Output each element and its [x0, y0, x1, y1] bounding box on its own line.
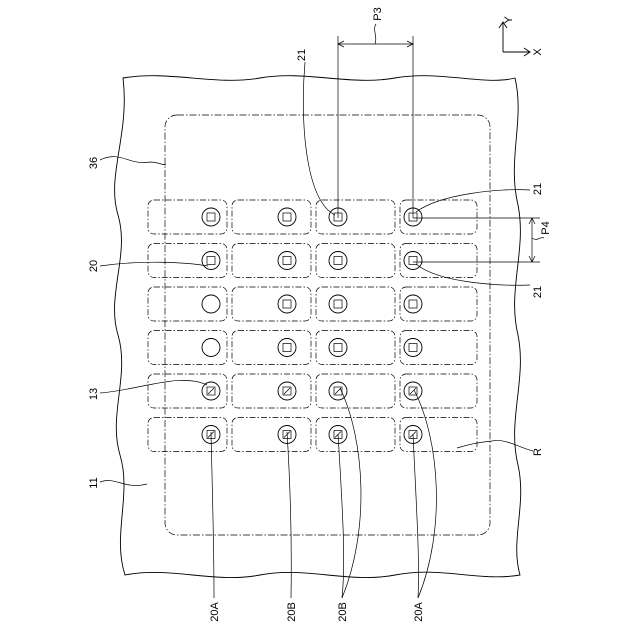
pad-cell [148, 331, 227, 365]
leader-20 [100, 262, 208, 266]
pad-cell [400, 418, 477, 452]
pitch-p3-label: P3 [372, 7, 384, 20]
ref-13: 13 [88, 388, 100, 400]
ref-11: 11 [88, 477, 100, 488]
ref-36: 36 [88, 157, 100, 169]
pad-circle [202, 252, 220, 270]
leader-20a-right-a [414, 390, 436, 598]
leader-20a-left [211, 432, 214, 598]
leader-13 [100, 380, 207, 393]
pad-circle [202, 208, 220, 226]
pad-cell [316, 331, 395, 365]
pad-cell [232, 200, 311, 234]
leader-11 [100, 480, 147, 485]
bump-square [283, 257, 291, 265]
coordinate-axes: Y X [499, 16, 544, 56]
pad-cell [400, 244, 477, 278]
reference-labels: 21 21 21 36 20 13 11 R 20A 20B 20B 20A [88, 49, 544, 622]
pitch-p4-dimension: P4 [413, 218, 552, 262]
pad-circle [404, 339, 422, 357]
pad-cell [316, 244, 395, 278]
ref-21-top: 21 [296, 49, 308, 61]
bump-square [283, 300, 291, 308]
pad-cell [316, 287, 395, 321]
pad-cell [232, 244, 311, 278]
leader-21-right-lower [416, 264, 530, 285]
pad-circle [329, 295, 347, 313]
pad-circle [329, 252, 347, 270]
bump-hatch [208, 388, 214, 394]
bump-hatch [284, 388, 290, 394]
substrate-outline [115, 76, 521, 578]
ref-20b-left: 20B [286, 602, 298, 622]
pad-circle [278, 295, 296, 313]
pad-cell [232, 374, 311, 408]
bump-hatch [410, 388, 416, 394]
bump-square [334, 257, 342, 265]
pad-circle [278, 208, 296, 226]
ref-20b-right: 20B [337, 602, 349, 622]
pad-circle [202, 339, 220, 357]
bump-square [283, 344, 291, 352]
pad-circle [278, 339, 296, 357]
bump-square [334, 300, 342, 308]
pad-cell [232, 287, 311, 321]
leader-20b-right-a [340, 388, 361, 598]
leader-r [457, 440, 533, 451]
pad-circle [404, 295, 422, 313]
axis-y-label: Y [503, 16, 515, 24]
pitch-p3-dimension: P3 [338, 7, 413, 218]
bump-square [409, 300, 417, 308]
region-36-outline [165, 115, 490, 535]
ref-20: 20 [88, 260, 100, 272]
pitch-p4-label: P4 [540, 221, 552, 234]
ref-r: R [532, 448, 544, 456]
pad-cell [316, 374, 395, 408]
pad-cell [400, 200, 477, 234]
pad-circle [202, 295, 220, 313]
ref-21-right-upper: 21 [532, 183, 544, 195]
leader-21-top [303, 62, 335, 215]
bump-square [409, 344, 417, 352]
bump-square [409, 257, 417, 265]
bump-square [207, 213, 215, 221]
pad-circle [329, 339, 347, 357]
ref-20a-left: 20A [209, 602, 221, 622]
pad-circle [278, 252, 296, 270]
pad-cell [232, 418, 311, 452]
pad-cell [400, 374, 477, 408]
bump-square [334, 344, 342, 352]
leader-36 [100, 157, 166, 165]
leader-20a-right-b [413, 434, 419, 598]
pad-cell [400, 287, 477, 321]
pad-cell [400, 331, 477, 365]
bump-square [283, 213, 291, 221]
ref-20a-right: 20A [413, 602, 425, 622]
pad-cell [232, 331, 311, 365]
leader-20b-left [287, 432, 291, 598]
pad-cell [148, 287, 227, 321]
leader-20b-right-b [338, 434, 344, 598]
pad-cell-grid [148, 200, 477, 452]
pad-cell [316, 200, 395, 234]
axis-x-label: X [532, 48, 544, 56]
leader-21-right-upper [416, 190, 530, 212]
bump-square [207, 257, 215, 265]
ref-21-right-lower: 21 [532, 286, 544, 298]
